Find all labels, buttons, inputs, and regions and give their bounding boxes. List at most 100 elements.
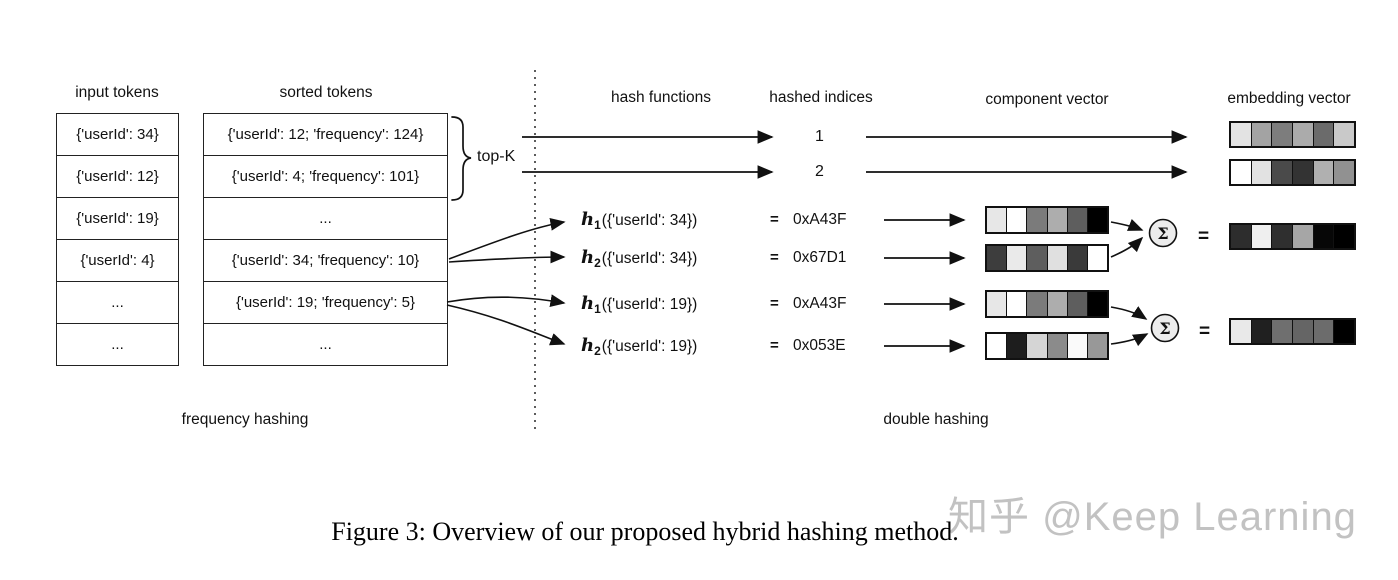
vector-cell: [987, 246, 1007, 270]
vector-cell: [1312, 320, 1334, 343]
equals-sign: =: [1198, 226, 1210, 247]
vector-cell: [1026, 246, 1047, 270]
vector-cell: [1026, 208, 1047, 232]
input-tokens-table: {'userId': 34} {'userId': 12}{'userId': 1…: [56, 113, 179, 366]
vector-cell: [987, 334, 1007, 358]
table-row: {'userId': 12}: [57, 155, 178, 197]
table-row: ...: [204, 197, 447, 239]
component-vector-strip: [985, 290, 1109, 318]
vector-cell: [1066, 292, 1087, 316]
arrow-sorted34-to-h2: [448, 250, 566, 264]
vector-cell: [1026, 334, 1047, 358]
component-vector-strip: [985, 244, 1109, 272]
embedding-vector-header: embedding vector: [1227, 90, 1351, 107]
hash-value: 0xA43F: [793, 211, 847, 228]
vector-cell: [1271, 123, 1293, 146]
hash-fn-symbol: h: [581, 293, 595, 314]
vector-cell: [1006, 246, 1027, 270]
hash-fn-symbol: h: [581, 247, 595, 268]
hash-fn-argument: ({'userId': 34}): [601, 212, 698, 229]
vector-cell: [1333, 161, 1355, 184]
vector-cell: [1292, 161, 1313, 184]
top-k-label: top-K: [477, 148, 516, 165]
frequency-hashing-label: frequency hashing: [181, 411, 309, 428]
table-row: {'userId': 4; 'frequency': 101}: [204, 155, 447, 197]
vector-cell: [1231, 225, 1251, 248]
vector-cell: [1006, 292, 1027, 316]
sigma-symbol: Σ: [1157, 224, 1168, 243]
hashed-index-2: 2: [815, 163, 824, 180]
vector-cell: [1066, 208, 1087, 232]
table-row: ...: [204, 323, 447, 365]
arrow-component-to-sigma: [1110, 306, 1148, 320]
vector-cell: [1250, 161, 1272, 184]
hash-expression-row: h2({'userId': 34}) = 0x67D1: [581, 245, 881, 271]
vector-cell: [987, 292, 1007, 316]
hash-fn-argument: ({'userId': 19}): [601, 338, 698, 355]
vector-cell: [1231, 161, 1251, 184]
vector-cell: [1231, 320, 1251, 343]
hash-fn-subscript: 2: [594, 344, 601, 358]
hash-fn-subscript: 2: [594, 256, 601, 270]
equals-sign: =: [770, 249, 779, 266]
equals-sign: =: [770, 211, 779, 228]
vector-cell: [1066, 246, 1087, 270]
vector-cell: [1086, 334, 1108, 358]
hash-expression-row: h1({'userId': 34}) = 0xA43F: [581, 207, 881, 233]
hash-functions-header: hash functions: [611, 89, 711, 106]
arrow-sorted19-to-h2: [446, 304, 566, 346]
table-row: {'userId': 19; 'frequency': 5}: [204, 281, 447, 323]
vector-cell: [1333, 123, 1355, 146]
vector-cell: [1231, 123, 1251, 146]
vector-cell: [1046, 246, 1067, 270]
equals-sign: =: [770, 295, 779, 312]
hash-expression-row: h2({'userId': 19}) = 0x053E: [581, 333, 881, 359]
table-row: {'userId': 12; 'frequency': 124}: [227, 126, 424, 143]
vector-cell: [1086, 246, 1108, 270]
arrow-component-to-sigma: [1110, 219, 1144, 231]
sigma-circle: [1148, 218, 1178, 248]
hash-fn-symbol: h: [581, 209, 595, 230]
input-tokens-header: input tokens: [75, 84, 159, 101]
vector-cell: [1333, 225, 1355, 248]
vector-cell: [1271, 225, 1293, 248]
embedding-vector-strip: [1229, 121, 1356, 148]
table-row: ...: [57, 323, 178, 365]
hash-expression-row: h1({'userId': 19}) = 0xA43F: [581, 291, 881, 317]
vector-cell: [1086, 292, 1108, 316]
table-row: {'userId': 34}: [76, 126, 159, 143]
vector-cell: [1312, 123, 1334, 146]
sigma-circle: [1150, 313, 1180, 343]
component-vector-strip: [985, 332, 1109, 360]
vector-cell: [1292, 225, 1313, 248]
vector-cell: [1312, 161, 1334, 184]
table-row: {'userId': 4}: [57, 239, 178, 281]
figure-caption: Figure 3: Overview of our proposed hybri…: [331, 517, 959, 546]
embedding-vector-strip: [1229, 159, 1356, 186]
vector-cell: [1026, 292, 1047, 316]
arrow-component-to-sigma: [1110, 236, 1144, 258]
vector-cell: [1271, 161, 1293, 184]
summed-embedding-strip: [1229, 318, 1356, 345]
arrow-component-to-sigma: [1110, 333, 1149, 347]
arrow-sorted34-to-h1: [448, 218, 566, 260]
vector-cell: [1006, 208, 1027, 232]
vector-cell: [1086, 208, 1108, 232]
vector-cell: [1271, 320, 1293, 343]
sigma-symbol: Σ: [1159, 319, 1170, 338]
hash-fn-symbol: h: [581, 335, 595, 356]
equals-sign: =: [770, 337, 779, 354]
vector-cell: [1066, 334, 1087, 358]
sorted-tokens-header: sorted tokens: [279, 84, 373, 101]
vector-cell: [987, 208, 1007, 232]
vector-cell: [1292, 320, 1313, 343]
arrow-sorted19-to-h1: [446, 294, 566, 307]
sorted-tokens-table: {'userId': 12; 'frequency': 124} {'userId…: [203, 113, 448, 366]
table-row: {'userId': 19}: [57, 197, 178, 239]
vector-cell: [1292, 123, 1313, 146]
table-row: ...: [57, 281, 178, 323]
hashed-index-1: 1: [815, 128, 824, 145]
double-hashing-label: double hashing: [883, 411, 989, 428]
hash-value: 0x053E: [793, 337, 846, 354]
